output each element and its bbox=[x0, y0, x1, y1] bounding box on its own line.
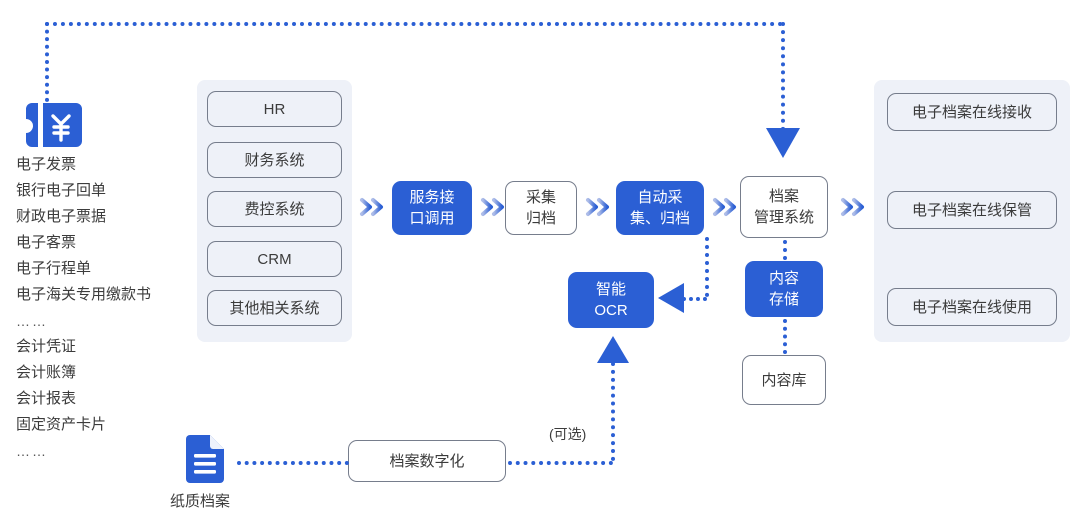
connector-autocollect-down bbox=[705, 237, 709, 297]
process-label-line2: 归档 bbox=[525, 210, 556, 227]
system-box-finance[interactable]: 财务系统 bbox=[207, 142, 342, 178]
connector-storage-to-library bbox=[783, 319, 787, 354]
output-box-receive[interactable]: 电子档案在线接收 bbox=[887, 93, 1057, 131]
process-label-line1: 自动采 bbox=[637, 189, 683, 206]
process-box-content-storage[interactable]: 内容 存储 bbox=[745, 261, 823, 317]
list-item: 电子海关专用缴款书 bbox=[16, 286, 152, 303]
chevron-right-icon bbox=[839, 196, 867, 223]
process-box-digitization[interactable]: 档案数字化 bbox=[348, 440, 506, 482]
process-box-intelligent-ocr[interactable]: 智能 OCR bbox=[568, 272, 654, 328]
system-box-expense[interactable]: 费控系统 bbox=[207, 191, 342, 227]
connector-digitize-up bbox=[611, 362, 615, 461]
system-box-other[interactable]: 其他相关系统 bbox=[207, 290, 342, 326]
process-label-line1: 智能 bbox=[595, 281, 626, 298]
list-item: 财政电子票据 bbox=[16, 208, 107, 225]
list-item: 电子行程单 bbox=[16, 260, 92, 277]
list-item: 会计账簿 bbox=[16, 364, 77, 381]
list-item: 会计报表 bbox=[16, 390, 77, 407]
process-box-archive-management[interactable]: 档案 管理系统 bbox=[740, 176, 828, 238]
connector-digitize-right bbox=[508, 461, 613, 465]
list-item: 银行电子回单 bbox=[16, 182, 107, 199]
document-icon bbox=[186, 435, 224, 483]
process-label-line1: 服务接 bbox=[409, 189, 455, 206]
process-label-line2: 口调用 bbox=[409, 210, 455, 227]
process-box-content-library[interactable]: 内容库 bbox=[742, 355, 826, 405]
connector-archive-to-storage bbox=[783, 240, 787, 260]
list-item-ellipsis: …… bbox=[16, 313, 48, 329]
ocr-input-arrowhead-icon bbox=[658, 283, 684, 313]
connector-autocollect-to-ocr bbox=[682, 297, 707, 301]
top-path-arrowhead-icon bbox=[766, 128, 800, 158]
connector-paper-to-digitize bbox=[237, 461, 349, 465]
process-label-line1: 内容 bbox=[768, 270, 799, 287]
top-path-horizontal bbox=[45, 22, 783, 26]
process-label-line2: 存储 bbox=[768, 291, 799, 308]
top-path-vertical-right bbox=[781, 22, 785, 131]
list-item: 电子发票 bbox=[16, 156, 77, 173]
process-box-auto-collect[interactable]: 自动采 集、归档 bbox=[616, 181, 704, 235]
top-path-vertical-left bbox=[45, 22, 49, 102]
chevron-right-icon bbox=[584, 196, 612, 223]
chevron-right-icon bbox=[358, 196, 386, 223]
list-item-ellipsis: …… bbox=[16, 443, 48, 459]
process-box-collect-archive[interactable]: 采集 归档 bbox=[505, 181, 577, 235]
process-label-line2: 集、归档 bbox=[629, 210, 690, 227]
list-item: 电子客票 bbox=[16, 234, 77, 251]
source-document-list: 电子发票 银行电子回单 财政电子票据 电子客票 电子行程单 电子海关专用缴款书 … bbox=[16, 152, 196, 464]
system-box-crm[interactable]: CRM bbox=[207, 241, 342, 277]
chevron-right-icon bbox=[711, 196, 739, 223]
paper-archive-label: 纸质档案 bbox=[170, 493, 231, 510]
output-box-store[interactable]: 电子档案在线保管 bbox=[887, 191, 1057, 229]
output-box-use[interactable]: 电子档案在线使用 bbox=[887, 288, 1057, 326]
process-label-line1: 档案 bbox=[768, 188, 799, 205]
process-label-line1: 采集 bbox=[525, 189, 556, 206]
list-item: 固定资产卡片 bbox=[16, 416, 107, 433]
optional-label: (可选) bbox=[549, 426, 587, 442]
process-label-line2: 管理系统 bbox=[753, 209, 814, 226]
system-box-hr[interactable]: HR bbox=[207, 91, 342, 127]
chevron-right-icon bbox=[479, 196, 507, 223]
invoice-icon bbox=[26, 103, 82, 147]
list-item: 会计凭证 bbox=[16, 338, 77, 355]
process-box-service-api[interactable]: 服务接 口调用 bbox=[392, 181, 472, 235]
process-label-line2: OCR bbox=[594, 302, 628, 319]
ocr-upward-arrowhead-icon bbox=[597, 336, 629, 363]
